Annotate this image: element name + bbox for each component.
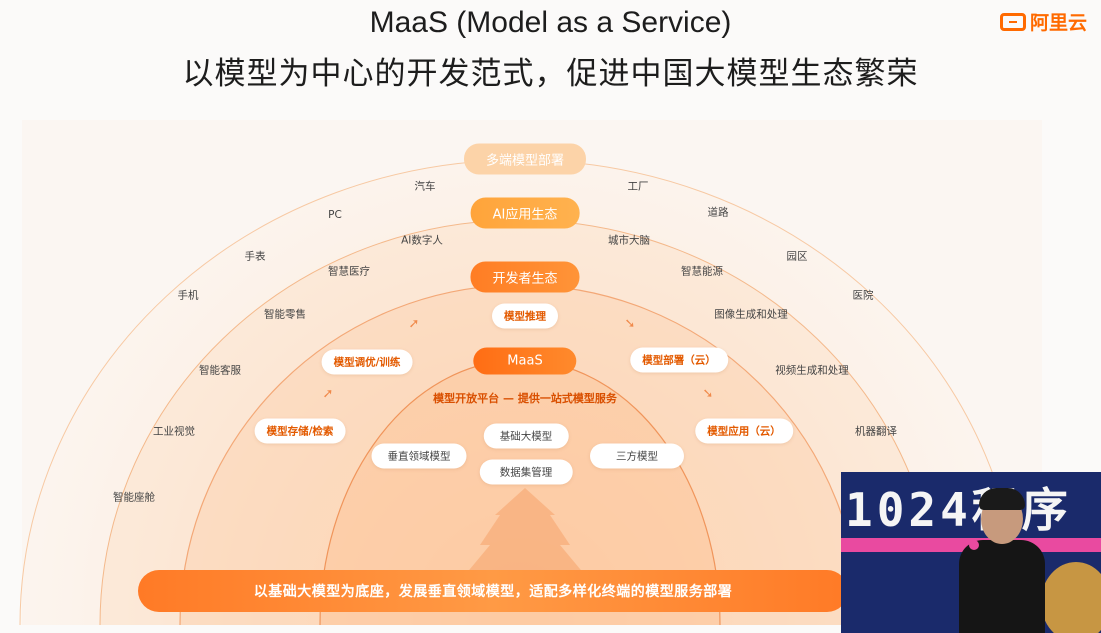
label-smart-medical: 智慧医疗 — [328, 265, 370, 278]
label-car: 汽车 — [414, 180, 436, 193]
label-customer-service: 智能客服 — [199, 364, 241, 377]
label-road: 道路 — [707, 206, 729, 219]
label-park: 园区 — [786, 250, 808, 263]
label-smart-cockpit: 智能座舱 — [113, 491, 155, 504]
third-party-model-pill: 三方模型 — [590, 443, 684, 469]
brand-logo: 阿里云 — [999, 8, 1087, 35]
label-machine-translation: 机器翻译 — [855, 425, 897, 438]
speaker-body — [959, 540, 1045, 633]
label-smart-energy: 智慧能源 — [681, 265, 723, 278]
dataset-management-pill: 数据集管理 — [479, 459, 573, 485]
label-pc: PC — [328, 209, 342, 221]
developer-ecosystem-pill: 开发者生态 — [470, 261, 580, 293]
upward-arrow-shape — [465, 488, 585, 575]
label-video-processing: 视频生成和处理 — [775, 364, 849, 377]
label-industrial-vision: 工业视觉 — [153, 425, 195, 438]
outer-arc — [20, 160, 1020, 625]
model-storage-pill: 模型存储/检索 — [254, 418, 346, 444]
model-app-cloud-pill: 模型应用（云） — [695, 418, 793, 444]
slide-title-line-1: MaaS (Model as a Service) — [369, 6, 732, 39]
label-watch: 手表 — [244, 250, 266, 263]
model-deploy-cloud-pill: 模型部署（云） — [630, 347, 728, 373]
label-digital-human: AI数字人 — [401, 234, 443, 247]
vertical-model-pill: 垂直领域模型 — [371, 443, 467, 469]
model-inference-pill: 模型推理 — [492, 303, 558, 329]
label-city-brain: 城市大脑 — [608, 234, 650, 247]
deploy-ring-pill: 多端模型部署 — [463, 143, 587, 175]
speaker-hair — [979, 488, 1025, 510]
brand-name: 阿里云 — [1029, 12, 1087, 34]
label-image-generation: 图像生成和处理 — [714, 308, 788, 321]
model-tuning-pill: 模型调优/训练 — [321, 349, 413, 375]
alibaba-cloud-icon — [999, 12, 1026, 31]
ai-ecosystem-pill: AI应用生态 — [470, 197, 580, 229]
event-banner-text: 1024程序 — [845, 483, 1072, 537]
label-hospital: 医院 — [852, 289, 874, 302]
stage-decoration — [1041, 562, 1101, 633]
arrow-icon: ➘ — [702, 386, 714, 402]
ai-ecosystem-arc — [100, 220, 940, 625]
platform-caption: 模型开放平台 — 提供一站式模型服务 — [433, 392, 617, 405]
arrow-icon: ➚ — [408, 316, 420, 332]
speaker-video-overlay: 1024程序 — [841, 472, 1101, 633]
microphone-icon — [969, 540, 979, 550]
bottom-banner: 以基础大模型为底座，发展垂直领域模型，适配多样化终端的模型服务部署 — [138, 570, 848, 612]
arrow-icon: ➚ — [322, 386, 334, 402]
arrow-icon: ➘ — [624, 316, 636, 332]
base-model-pill: 基础大模型 — [483, 423, 569, 449]
label-factory: 工厂 — [627, 180, 649, 193]
label-phone: 手机 — [177, 289, 199, 302]
bottom-banner-text: 以基础大模型为底座，发展垂直领域模型，适配多样化终端的模型服务部署 — [253, 584, 733, 600]
maas-pill: MaaS — [473, 347, 577, 375]
slide-title-line-2: 以模型为中心的开发范式，促进中国大模型生态繁荣 — [182, 56, 919, 92]
label-smart-retail: 智能零售 — [264, 308, 306, 321]
